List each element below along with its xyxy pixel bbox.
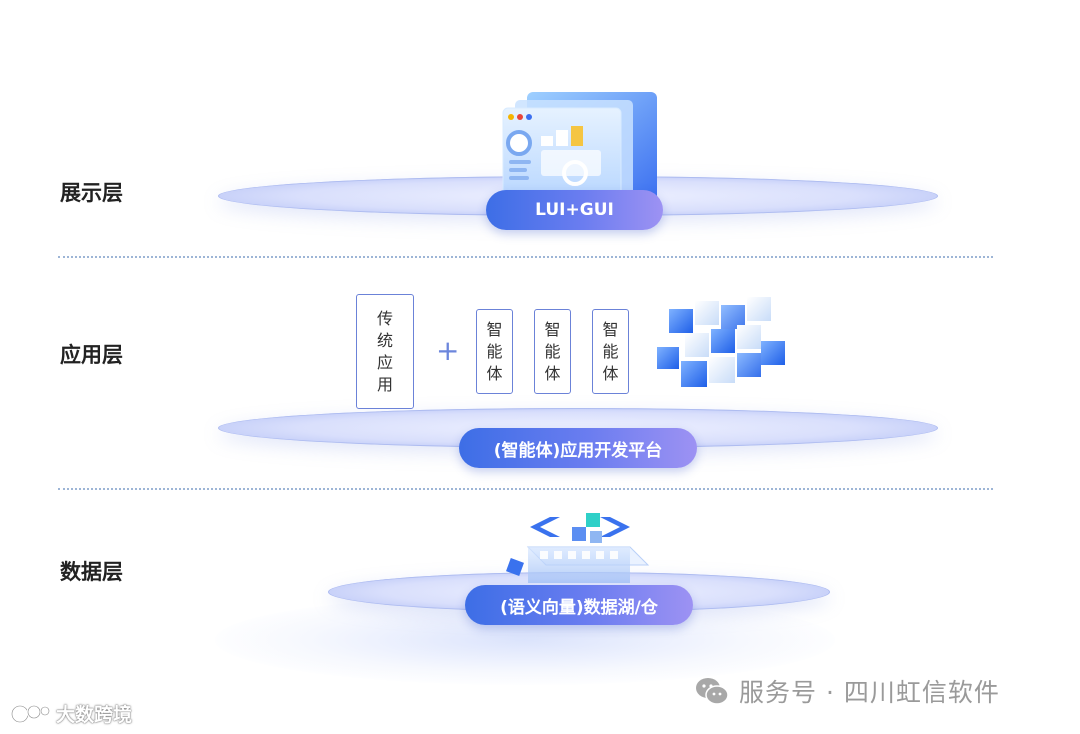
agent-box: 智 能 体 xyxy=(592,309,629,394)
brand-watermark: 大数跨境 xyxy=(10,700,132,727)
brand-logo-icon xyxy=(10,704,50,723)
dashboard-window-icon xyxy=(502,92,657,203)
cube-cluster-icon xyxy=(657,297,785,387)
agent-char: 智 xyxy=(544,319,561,339)
data-lake-pill: (语义向量)数据湖/仓 xyxy=(465,585,693,625)
plus-sign: + xyxy=(436,334,460,367)
traditional-app-char: 统 xyxy=(376,330,393,350)
lui-gui-pill: LUI+GUI xyxy=(486,190,663,230)
traditional-app-char: 应 xyxy=(376,352,393,372)
agent-char: 体 xyxy=(544,363,561,383)
agent-platform-pill: (智能体)应用开发平台 xyxy=(459,428,697,468)
application-layer-label: 应用层 xyxy=(60,343,123,367)
traditional-app-box: 传 统 应 用 xyxy=(356,294,414,409)
agent-char: 能 xyxy=(544,341,561,361)
agent-box: 智 能 体 xyxy=(476,309,513,394)
agent-char: 体 xyxy=(602,363,619,383)
brand-name: 大数跨境 xyxy=(56,704,133,726)
traditional-app-char: 用 xyxy=(376,374,393,394)
presentation-layer-label: 展示层 xyxy=(60,181,123,205)
agent-char: 智 xyxy=(486,319,503,339)
agent-char: 智 xyxy=(602,319,619,339)
layer-divider-top xyxy=(58,256,993,258)
wechat-account-name: 服务号 · 四川虹信软件 xyxy=(739,678,1000,707)
data-lake-icon xyxy=(506,513,650,583)
agent-box: 智 能 体 xyxy=(534,309,571,394)
agent-char: 体 xyxy=(486,363,503,383)
traditional-app-char: 传 xyxy=(376,308,393,328)
data-layer-label: 数据层 xyxy=(60,560,123,584)
agent-char: 能 xyxy=(486,341,503,361)
agent-char: 能 xyxy=(602,341,619,361)
layer-divider-bottom xyxy=(58,488,993,490)
wechat-icon xyxy=(696,678,729,705)
wechat-watermark: 服务号 · 四川虹信软件 xyxy=(695,673,1000,709)
